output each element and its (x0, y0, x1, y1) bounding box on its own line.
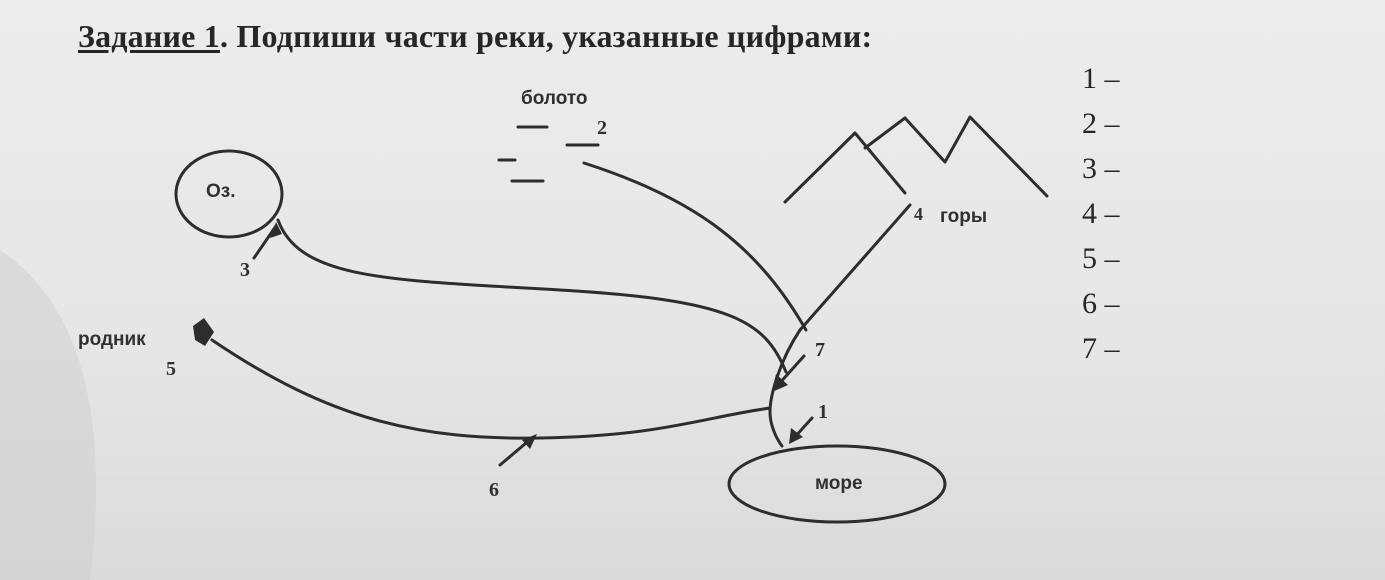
sea-shape (727, 444, 947, 524)
spring-shape (193, 318, 214, 346)
river-from-spring (210, 338, 772, 440)
photo-shadow (0, 250, 96, 580)
number-5: 5 (166, 358, 176, 380)
mountains-shape (783, 115, 1049, 204)
answer-item-1: 1 – (1082, 62, 1120, 95)
main-river (768, 328, 802, 448)
sea-label: море (815, 473, 863, 494)
river-from-swamp (582, 161, 808, 332)
number-2: 2 (597, 117, 607, 139)
swamp-label: болото (521, 88, 587, 109)
answer-item-2: 2 – (1082, 107, 1120, 140)
answer-item-4: 4 – (1082, 197, 1120, 230)
number-3: 3 (240, 259, 250, 281)
arrow-3 (252, 224, 278, 260)
task-number: Задание 1 (78, 18, 220, 54)
answer-item-7: 7 – (1082, 332, 1120, 365)
pointer-arrows (252, 222, 814, 467)
task-title: Задание 1. Подпиши части реки, указанные… (78, 18, 872, 55)
answer-item-3: 3 – (1082, 152, 1120, 185)
number-7: 7 (815, 339, 825, 361)
spring-label: родник (78, 329, 146, 350)
answer-item-5: 5 – (1082, 242, 1120, 275)
answer-list: 1 – 2 – 3 – 4 – 5 – 6 – 7 – (1082, 56, 1120, 371)
swamp-symbol (497, 125, 600, 183)
lake-label: Оз. (206, 181, 236, 202)
mountains-label: горы (940, 206, 987, 227)
number-4: 4 (914, 204, 923, 224)
river-from-lake (276, 218, 788, 374)
number-1: 1 (818, 401, 828, 423)
river-lines (210, 161, 912, 448)
number-6: 6 (489, 479, 499, 501)
task-instruction: . Подпиши части реки, указанные цифрами: (219, 18, 873, 54)
answer-item-6: 6 – (1082, 287, 1120, 320)
lake-shape (174, 149, 284, 239)
river-from-mountains (798, 203, 912, 332)
